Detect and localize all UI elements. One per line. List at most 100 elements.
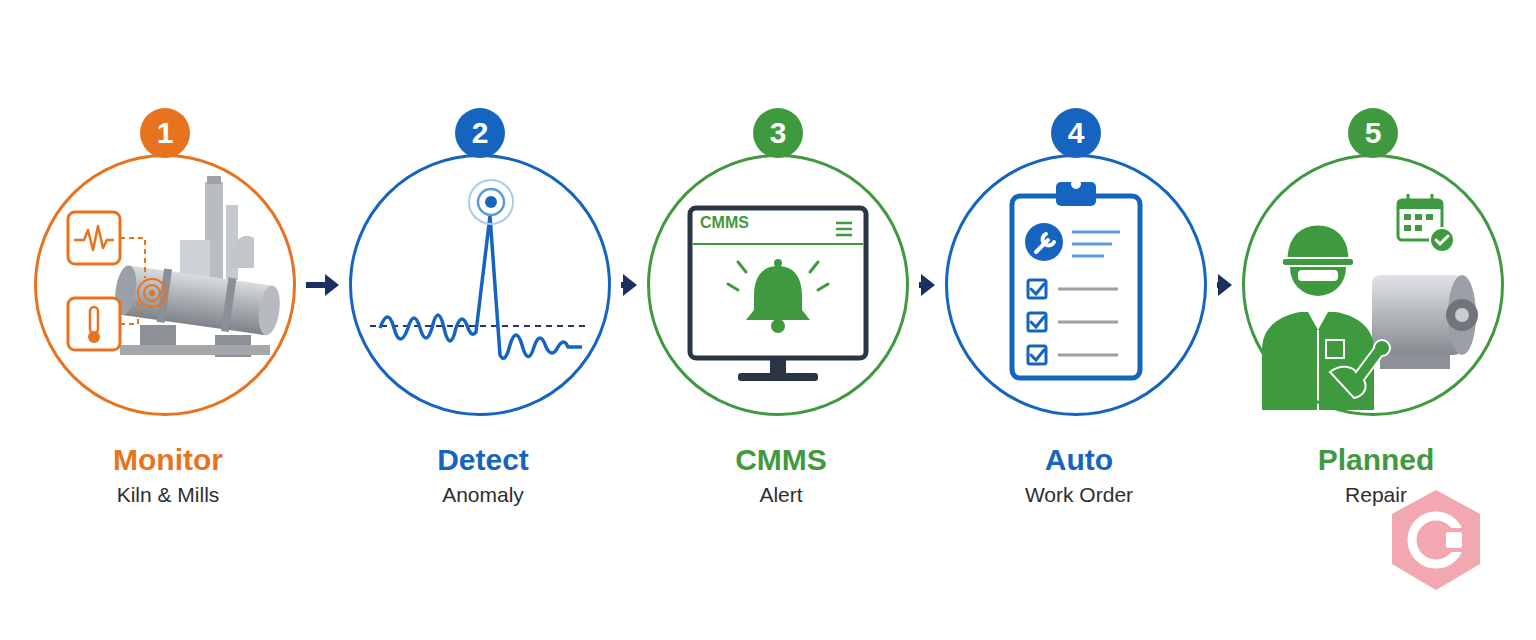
step-title: Planned (1205, 442, 1536, 478)
art-rect (207, 176, 221, 184)
art-circle (144, 285, 160, 301)
monitor-illustration (690, 208, 866, 381)
step-title: Detect (312, 442, 654, 478)
art-rect (770, 360, 786, 374)
step-circle: AutoWork Order (945, 154, 1207, 416)
step-subtitle: Alert (610, 482, 952, 508)
art-line (836, 222, 852, 225)
art-circle (1455, 308, 1469, 322)
art-line (818, 284, 828, 290)
art-path (380, 216, 582, 358)
art-circle (138, 279, 166, 307)
step-number: 2 (455, 108, 505, 158)
art-line (1058, 321, 1118, 324)
step-number: 5 (1348, 108, 1398, 158)
art-line (1407, 194, 1410, 204)
art-line (693, 243, 863, 245)
art-rect (1404, 214, 1411, 220)
art-rect (1415, 225, 1422, 231)
art-line (738, 262, 746, 272)
step-number-badge: 1 (140, 108, 190, 158)
step-subtitle: Kiln & Mills (0, 482, 339, 508)
step-number-badge: 3 (753, 108, 803, 158)
art-path (120, 302, 138, 324)
art-path (1036, 234, 1054, 252)
art-rect (1446, 532, 1462, 548)
step-number-badge: 2 (455, 108, 505, 158)
art-rect (1404, 225, 1411, 231)
art-line (370, 325, 590, 327)
art-circle (774, 259, 782, 267)
step-title: Auto (908, 442, 1250, 478)
step-circle: DetectAnomaly (349, 154, 611, 416)
arrow-shaft (306, 282, 327, 288)
art-circle (485, 196, 497, 208)
art-line (1431, 194, 1434, 204)
art-circle (1025, 223, 1063, 261)
step-circle: MonitorKiln & Mills (34, 154, 296, 416)
art-g (1404, 214, 1433, 231)
art-path (232, 236, 254, 268)
step-title: CMMS (610, 442, 952, 478)
art-path (1330, 340, 1390, 398)
art-rect (1298, 270, 1338, 281)
arrow-head (921, 274, 935, 296)
art-g (1028, 280, 1046, 364)
step-number: 3 (753, 108, 803, 158)
art-circle (469, 180, 513, 224)
clipboard-illustration (1012, 179, 1140, 378)
art-circle (771, 319, 785, 333)
flow-arrow (919, 274, 935, 296)
step-title: Monitor (0, 442, 339, 478)
art-path (1286, 224, 1350, 260)
step-number: 1 (140, 108, 190, 158)
art-rect (140, 325, 176, 347)
art-line (728, 284, 738, 290)
art-rect (1282, 258, 1354, 266)
waveform-illustration (370, 180, 590, 358)
art-line (836, 228, 852, 231)
art-circle (149, 290, 155, 296)
art-rect (1415, 214, 1422, 220)
art-rect (1326, 340, 1344, 358)
art-rect (1426, 214, 1433, 220)
art-path (74, 226, 114, 250)
kiln-illustration (68, 176, 283, 357)
step-subtitle: Work Order (908, 482, 1250, 508)
arrow-head (1218, 274, 1232, 296)
art-line (836, 234, 852, 237)
step-subtitle: Repair (1205, 482, 1536, 508)
art-path (120, 238, 145, 278)
art-rect (221, 277, 236, 332)
arrow-head (623, 274, 637, 296)
art-rect (1398, 200, 1442, 209)
art-circle (478, 189, 504, 215)
step-number-badge: 4 (1051, 108, 1101, 158)
art-line (1317, 330, 1319, 410)
art-g (112, 262, 283, 338)
art-rect (1438, 528, 1468, 552)
step-subtitle: Anomaly (312, 482, 654, 508)
step-number-badge: 5 (1348, 108, 1398, 158)
art-rect (1380, 355, 1450, 369)
art-g (1058, 289, 1118, 355)
art-circle (1071, 179, 1081, 189)
art-path (746, 266, 810, 320)
arrow-head (325, 274, 339, 296)
art-line (1072, 255, 1104, 258)
flow-arrow (621, 274, 637, 296)
art-rect (122, 266, 273, 336)
art-path (1436, 236, 1448, 244)
art-line (1058, 288, 1118, 291)
art-rect (120, 345, 270, 355)
flow-arrow (306, 274, 339, 296)
art-rect (1012, 196, 1140, 378)
technician-illustration (1262, 194, 1478, 410)
step-circle: CMMSAlert (647, 154, 909, 416)
art-circle (1430, 228, 1454, 252)
art-rect (90, 307, 98, 333)
screen-label: CMMS (700, 214, 749, 232)
art-line (1072, 231, 1120, 234)
art-line (1072, 243, 1112, 246)
